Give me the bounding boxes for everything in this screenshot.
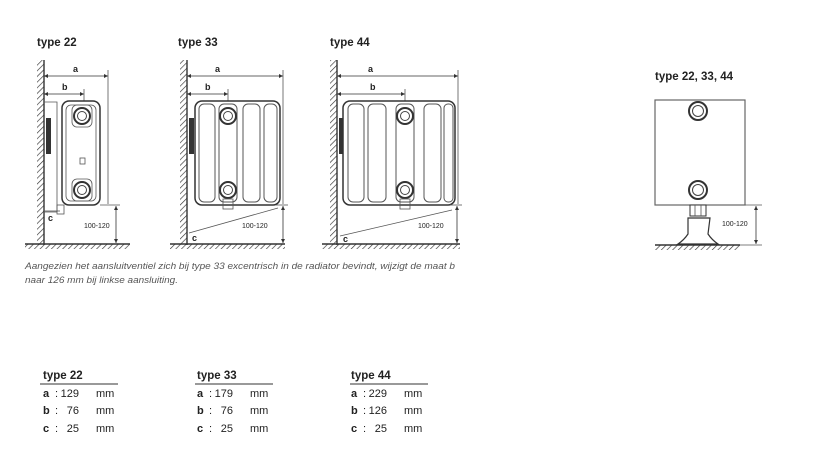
row-key: b xyxy=(351,405,358,417)
connection-housing-bottom xyxy=(71,178,93,202)
dimension-b-label: b xyxy=(62,82,68,92)
valve xyxy=(689,204,707,217)
wall xyxy=(37,60,44,245)
radiator-panel xyxy=(443,103,454,203)
row-unit: mm xyxy=(404,405,422,417)
row-unit: mm xyxy=(96,388,114,400)
diagram-type-33: type 33 a b c 100-120 xyxy=(170,37,288,249)
wall-bracket xyxy=(44,101,58,213)
diagram-title: type 22 xyxy=(37,37,77,49)
diagram-title: type 33 xyxy=(178,37,218,49)
dimension-c-label: c xyxy=(343,234,348,244)
row-separator: : xyxy=(55,388,58,400)
row-key: a xyxy=(351,388,358,400)
row-value: 229 xyxy=(369,388,387,400)
radiator-panel xyxy=(347,103,365,203)
bracket-clip xyxy=(46,118,51,154)
table-title: type 22 xyxy=(43,370,83,382)
floor xyxy=(322,244,460,249)
row-value: 76 xyxy=(67,405,79,417)
row-separator: : xyxy=(55,423,58,435)
row-value: 25 xyxy=(221,423,233,435)
row-key: c xyxy=(197,423,203,435)
dimension-table-type-22: type 22 a : 129 mm b : 76 mm c : 25 mm xyxy=(40,370,118,435)
dimension-a-label: a xyxy=(368,64,374,74)
note-line-1: Aangezien het aansluitventiel zich bij t… xyxy=(24,261,455,271)
row-key: c xyxy=(351,423,357,435)
radiator-side-view xyxy=(61,100,101,206)
row-unit: mm xyxy=(250,388,268,400)
row-unit: mm xyxy=(404,388,422,400)
row-unit: mm xyxy=(96,405,114,417)
height-label: 100-120 xyxy=(84,223,110,230)
row-value: 25 xyxy=(375,423,387,435)
row-key: a xyxy=(43,388,50,400)
row-value: 76 xyxy=(221,405,233,417)
row-value: 129 xyxy=(61,388,79,400)
row-value: 179 xyxy=(215,388,233,400)
height-label: 100-120 xyxy=(418,223,444,230)
dimension-c-line xyxy=(339,209,453,237)
row-key: b xyxy=(43,405,50,417)
connection-housing-top xyxy=(71,104,93,128)
row-separator: : xyxy=(55,405,58,417)
row-separator: : xyxy=(363,405,366,417)
dimension-table-type-33: type 33 a : 179 mm b : 76 mm c : 25 mm xyxy=(195,370,273,435)
row-separator: : xyxy=(209,388,212,400)
bracket-clip xyxy=(189,118,194,154)
radiator-panel xyxy=(367,103,387,203)
row-separator: : xyxy=(363,388,366,400)
bracket-clip xyxy=(339,118,344,154)
row-unit: mm xyxy=(250,405,268,417)
row-unit: mm xyxy=(96,423,114,435)
radiator-panel xyxy=(423,103,442,203)
valve xyxy=(399,198,411,210)
floor xyxy=(655,245,740,250)
valve xyxy=(222,198,234,210)
height-label: 100-120 xyxy=(242,223,268,230)
row-value: 126 xyxy=(369,405,387,417)
row-unit: mm xyxy=(404,423,422,435)
height-label: 100-120 xyxy=(722,221,748,228)
row-key: c xyxy=(43,423,49,435)
row-value: 25 xyxy=(67,423,79,435)
dimension-a-label: a xyxy=(73,64,79,74)
floor xyxy=(170,244,285,249)
dimension-table-type-44: type 44 a : 229 mm b : 126 mm c : 25 mm xyxy=(350,370,428,435)
row-separator: : xyxy=(209,423,212,435)
table-title: type 44 xyxy=(351,370,391,382)
radiator-panel xyxy=(242,103,261,203)
diagram-title: type 44 xyxy=(330,37,370,49)
dimension-b-label: b xyxy=(205,82,211,92)
vent-marker xyxy=(79,157,86,165)
row-separator: : xyxy=(363,423,366,435)
note-line-2: naar 126 mm bij linkse aansluiting. xyxy=(25,275,178,285)
floor xyxy=(25,244,130,249)
row-separator: : xyxy=(209,405,212,417)
wall xyxy=(180,60,187,245)
dimension-c-line xyxy=(188,207,279,234)
radiator-panel xyxy=(263,103,278,203)
diagram-type-22: type 22 a b c 100-120 xyxy=(25,37,130,249)
radiator-panel xyxy=(218,103,238,203)
floor-stand xyxy=(676,217,720,245)
row-key: a xyxy=(197,388,204,400)
radiator-panel xyxy=(395,103,415,203)
front-view-title: type 22, 33, 44 xyxy=(655,71,734,83)
valve xyxy=(56,204,65,215)
table-title: type 33 xyxy=(197,370,237,382)
wall xyxy=(330,60,337,245)
row-key: b xyxy=(197,405,204,417)
dimension-a-label: a xyxy=(215,64,221,74)
diagram-front-view: type 22, 33, 44 100-120 xyxy=(654,71,762,250)
dimension-c-label: c xyxy=(48,213,53,223)
note: Aangezien het aansluitventiel zich bij t… xyxy=(24,261,455,285)
dimension-b-label: b xyxy=(370,82,376,92)
diagram-type-44: type 44 a b c 100-120 xyxy=(322,37,462,249)
row-unit: mm xyxy=(250,423,268,435)
dimension-c-label: c xyxy=(192,233,197,243)
radiator-panel xyxy=(198,103,216,203)
